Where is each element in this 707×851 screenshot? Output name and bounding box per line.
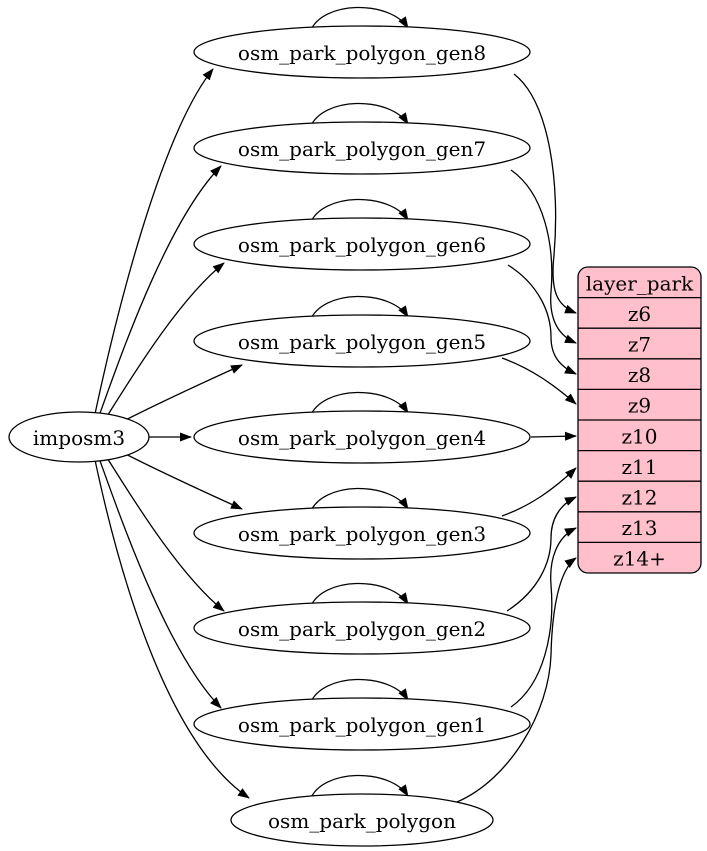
table-row-label-z13: z13	[622, 516, 658, 540]
table-layer_park: layer_park z6 z7 z8 z9 z10 z11 z12 z13 z14+	[577, 266, 702, 574]
table-row-label-z6: z6	[628, 302, 651, 326]
self-loop-osm_park_polygon_gen3	[309, 487, 409, 514]
node-osm_park_polygon_gen1-label: osm_park_polygon_gen1	[238, 713, 486, 737]
table-row-label-z12: z12	[622, 486, 658, 510]
edges-layer	[94, 6, 577, 803]
node-osm_park_polygon_gen7-label: osm_park_polygon_gen7	[238, 137, 486, 161]
self-loop-osm_park_polygon	[309, 774, 409, 801]
self-loop-osm_park_polygon_gen7	[309, 102, 409, 129]
table-layer: layer_park z6 z7 z8 z9 z10 z11 z12 z13 z14+	[577, 266, 702, 574]
node-osm_park_polygon_gen8-label: osm_park_polygon_gen8	[238, 41, 486, 65]
edge-osm_park_polygon_gen4-to-z10	[530, 431, 577, 441]
edge-imposm3-to-osm_park_polygon_gen8	[94, 68, 214, 415]
edge-osm_park_polygon_gen6-to-z8	[507, 264, 577, 375]
node-osm_park_polygon_gen7: osm_park_polygon_gen7	[193, 121, 531, 175]
table-title: layer_park	[586, 271, 694, 295]
edge-imposm3-to-osm_park_polygon_gen5	[111, 364, 243, 428]
edge-osm_park_polygon_gen8-to-z6	[513, 73, 577, 314]
node-osm_park_polygon_gen6: osm_park_polygon_gen6	[193, 217, 531, 271]
node-osm_park_polygon_gen3: osm_park_polygon_gen3	[193, 506, 531, 560]
edge-imposm3-to-osm_park_polygon_gen6	[103, 262, 225, 422]
node-osm_park_polygon_gen1: osm_park_polygon_gen1	[193, 697, 531, 751]
edge-imposm3-to-osm_park_polygon_gen1	[98, 457, 222, 709]
table-row-label-z11: z11	[622, 455, 658, 479]
node-osm_park_polygon: osm_park_polygon	[230, 793, 494, 847]
table-row-label-z8: z8	[628, 363, 651, 387]
node-imposm3: imposm3	[8, 411, 150, 463]
edge-osm_park_polygon_gen1-to-z13	[510, 527, 577, 708]
node-osm_park_polygon-label: osm_park_polygon	[268, 809, 456, 833]
node-osm_park_polygon_gen4-label: osm_park_polygon_gen4	[238, 426, 486, 450]
edge-imposm3-to-osm_park_polygon	[94, 459, 250, 799]
node-osm_park_polygon_gen3-label: osm_park_polygon_gen3	[238, 522, 486, 546]
edge-osm_park_polygon_gen5-to-z9	[501, 357, 577, 405]
self-loop-osm_park_polygon_gen6	[309, 198, 409, 225]
table-row-label-z7: z7	[628, 333, 651, 357]
node-osm_park_polygon_gen6-label: osm_park_polygon_gen6	[238, 233, 486, 257]
self-loop-osm_park_polygon_gen4	[309, 391, 409, 418]
node-osm_park_polygon_gen4: osm_park_polygon_gen4	[193, 410, 531, 464]
edge-imposm3-to-osm_park_polygon_gen7	[98, 165, 222, 417]
node-osm_park_polygon_gen8: osm_park_polygon_gen8	[193, 25, 531, 79]
edge-osm_park_polygon_gen3-to-z11	[501, 467, 577, 517]
edge-osm_park_polygon_gen2-to-z12	[506, 496, 577, 612]
node-osm_park_polygon_gen2-label: osm_park_polygon_gen2	[238, 617, 486, 641]
self-loop-osm_park_polygon_gen1	[309, 678, 409, 705]
table-row-label-z9: z9	[628, 394, 651, 418]
node-osm_park_polygon_gen2: osm_park_polygon_gen2	[193, 601, 531, 655]
node-osm_park_polygon_gen5-label: osm_park_polygon_gen5	[238, 330, 486, 354]
edge-imposm3-to-osm_park_polygon_gen3	[111, 446, 243, 510]
edge-imposm3-to-osm_park_polygon_gen2	[103, 452, 225, 612]
table-row-label-z10: z10	[622, 424, 658, 448]
self-loop-osm_park_polygon_gen5	[309, 295, 409, 322]
table-row-label-z14+: z14+	[613, 547, 666, 571]
node-osm_park_polygon_gen5: osm_park_polygon_gen5	[193, 314, 531, 368]
node-imposm3-label: imposm3	[33, 426, 125, 450]
self-loop-osm_park_polygon_gen8	[309, 6, 409, 33]
edge-osm_park_polygon-to-z14+	[456, 557, 577, 803]
edge-osm_park_polygon_gen7-to-z7	[510, 169, 577, 344]
nodes-layer: imposm3 osm_park_polygon_gen8 osm_park_pol…	[8, 25, 531, 847]
self-loop-osm_park_polygon_gen2	[309, 582, 409, 609]
